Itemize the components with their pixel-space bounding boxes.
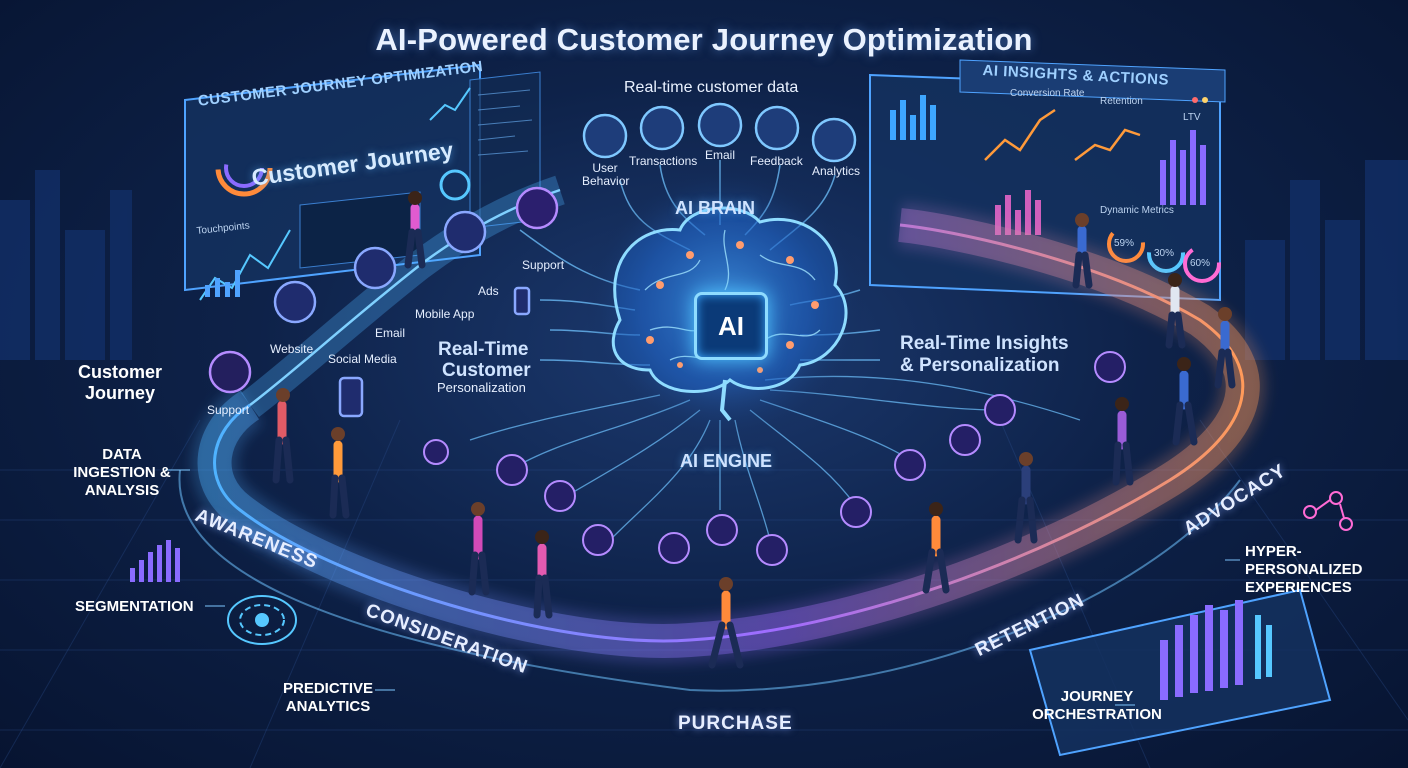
source-feedback: Feedback: [750, 154, 803, 168]
journey-road: [178, 175, 1266, 692]
center-left-line-3: Personalization: [437, 380, 526, 395]
right-hyper-personalized: HYPER-PERSONALIZED EXPERIENCES: [1245, 543, 1363, 596]
ai-engine-label: AI ENGINE: [680, 451, 773, 471]
source-transactions: Transactions: [629, 154, 698, 168]
left-dashboard-panel: [184, 63, 541, 301]
people: [272, 191, 1236, 669]
data-source-icons: [582, 102, 857, 163]
orchestration-panel: [1028, 588, 1332, 757]
center-right-line-2: & Personalization: [900, 355, 1060, 376]
page-title: AI-Powered Customer Journey Optimization: [375, 22, 1033, 57]
dynamic-metrics-title: Dynamic Metrics: [1100, 205, 1174, 216]
segmentation-chart: [130, 540, 180, 582]
leader-lines: [165, 469, 1240, 706]
left-customer-journey: Customer Journey: [77, 362, 162, 403]
metric-ltv: LTV: [1183, 112, 1201, 123]
brain-nodes: [646, 241, 819, 373]
touchpoint-support-top: Support: [522, 258, 565, 272]
metric-retention: Retention: [1100, 96, 1143, 107]
gauge-2-value: 30%: [1154, 248, 1175, 259]
center-right-line-1: Real-Time Insights: [900, 333, 1069, 354]
city-skyline: [0, 160, 1408, 360]
left-predictive-analytics: PREDICTIVE ANALYTICS: [282, 680, 373, 715]
center-left-line-2: Customer: [442, 360, 531, 381]
source-email: Email: [705, 148, 736, 162]
right-journey-orchestration: JOURNEY ORCHESTRATION: [1032, 688, 1162, 723]
touchpoint-social-media: Social Media: [328, 352, 397, 366]
touchpoint-email: Email: [375, 326, 406, 340]
left-data-ingestion: DATA INGESTION & ANALYSIS: [73, 446, 171, 499]
left-segmentation: SEGMENTATION: [75, 598, 194, 615]
predictive-gauge: [227, 595, 297, 645]
engine-icons: [423, 351, 1126, 566]
touchpoint-website: Website: [270, 342, 314, 356]
metric-conversion-rate: Conversion Rate: [1010, 88, 1085, 99]
source-analytics: Analytics: [812, 164, 861, 178]
touchpoint-mobile-app: Mobile App: [415, 307, 475, 321]
touchpoint-icons: [208, 186, 559, 418]
gauge-3-value: 60%: [1190, 258, 1211, 269]
network-icon: [1303, 491, 1353, 531]
center-left-line-1: Real-Time: [438, 339, 529, 360]
source-user-behavior: User Behavior: [582, 161, 630, 188]
gauge-1-value: 59%: [1114, 238, 1135, 249]
stage-purchase: PURCHASE: [678, 713, 793, 734]
ai-chip: AI: [694, 292, 768, 360]
touchpoint-support-left: Support: [207, 403, 250, 417]
touchpoint-ads: Ads: [478, 284, 499, 298]
ai-brain-label: AI BRAIN: [675, 198, 755, 218]
data-sources-header: Real-time customer data: [624, 79, 799, 96]
